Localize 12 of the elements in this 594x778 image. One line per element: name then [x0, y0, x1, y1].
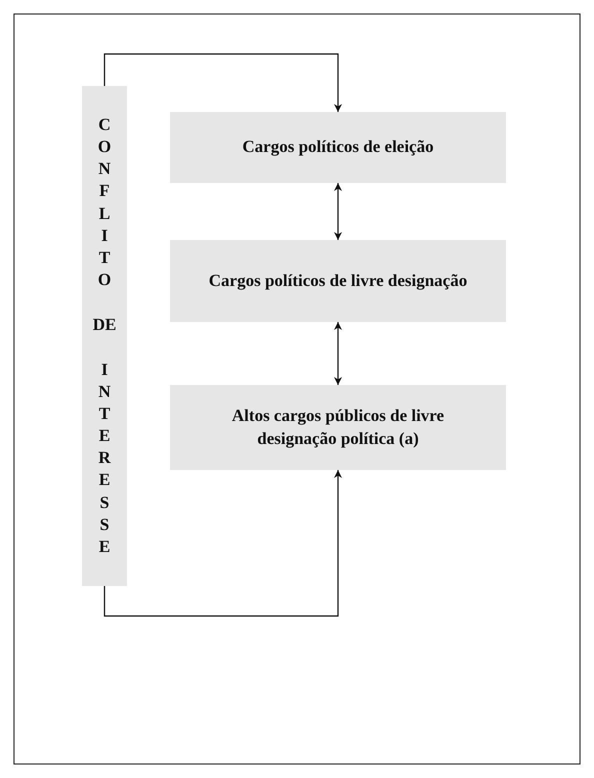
arrow [104, 53, 342, 112]
arrow [334, 322, 342, 385]
process-box [170, 385, 506, 470]
process-box [170, 240, 506, 322]
arrow [104, 470, 342, 617]
process-box [170, 112, 506, 183]
arrow [334, 183, 342, 240]
box-label: Altos cargos públicos de livre designação política (a) [230, 405, 446, 450]
box-label: Cargos políticos de livre designação [208, 270, 468, 292]
box-label: Cargos políticos de eleição [241, 136, 435, 158]
vertical-label: CONFLITO DE INTERESSE [92, 114, 116, 558]
vertical-label-band [82, 86, 127, 586]
